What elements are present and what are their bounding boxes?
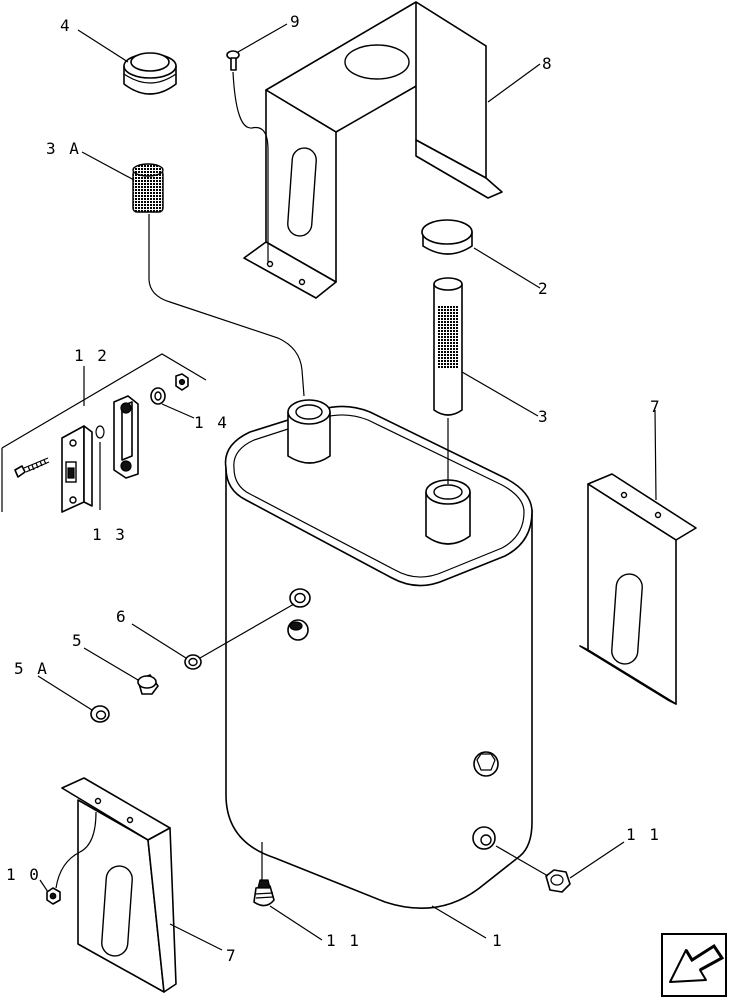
sight-gauge	[113, 395, 139, 479]
callout-5: 5	[72, 631, 84, 650]
callout-4: 4	[60, 16, 72, 35]
callout-1: 1	[492, 931, 504, 950]
callout-14: 1 4	[194, 413, 229, 432]
callout-6: 6	[116, 607, 128, 626]
drain-plug-11-bottom	[253, 879, 275, 907]
callout-10: 1 0	[6, 865, 41, 884]
nut	[175, 373, 189, 391]
tank-port-right-upper	[473, 751, 499, 777]
nut-10	[46, 887, 61, 905]
plug-5	[137, 674, 159, 695]
previous-page-arrow-icon[interactable]	[661, 933, 727, 997]
washer-14	[150, 387, 166, 405]
callout-7-right: 7	[650, 397, 662, 416]
o-ring-13	[95, 425, 105, 439]
screw-9	[226, 50, 240, 71]
strainer-cap-2	[421, 219, 473, 255]
tank-side-port-upper	[289, 588, 311, 608]
callout-8: 8	[542, 54, 554, 73]
callout-11-bottom: 1 1	[326, 931, 361, 950]
bolt	[14, 457, 50, 478]
sight-gauge-kit-12	[1, 353, 207, 513]
right-side-bracket-7	[579, 473, 697, 705]
leader-lines	[37, 23, 657, 951]
tank-body	[224, 405, 533, 910]
callout-3a: 3 A	[46, 139, 81, 158]
callout-13: 1 3	[92, 525, 127, 544]
callout-3: 3	[538, 407, 550, 426]
strainer-3	[433, 277, 463, 416]
top-mounting-bracket	[243, 1, 503, 299]
callout-9: 9	[290, 12, 302, 31]
breather-3a	[132, 163, 164, 213]
tank-side-port-lower	[287, 619, 309, 641]
mounting-plate	[61, 425, 93, 513]
seal-5a	[90, 705, 110, 723]
plug-11-right	[545, 869, 571, 893]
callout-7-left: 7	[226, 946, 238, 965]
callout-labels: 4 9 8 3 A 2 3 7 1 2 1 4 1 3 6 5 5 A 1 0 …	[6, 12, 662, 965]
o-ring-6	[184, 654, 202, 670]
tank-port-right-lower	[472, 826, 496, 850]
tank-filler-neck-left	[287, 399, 331, 464]
callout-11-right: 1 1	[626, 825, 661, 844]
left-side-bracket-7	[61, 777, 177, 993]
callout-2: 2	[538, 279, 550, 298]
filler-cap-4	[123, 52, 177, 95]
callout-12: 1 2	[74, 346, 109, 365]
callout-5a: 5 A	[14, 659, 49, 678]
tank-filler-neck-right	[425, 479, 471, 545]
